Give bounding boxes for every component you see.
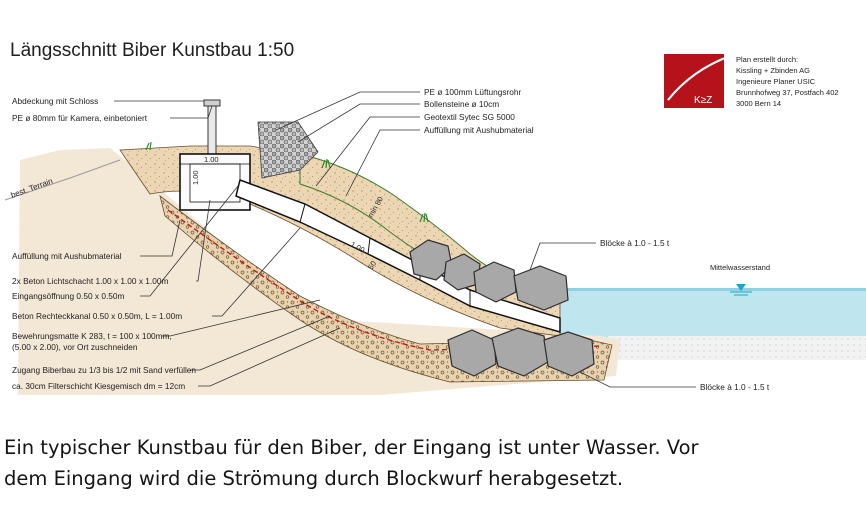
caption-line: Ein typischer Kunstbau für den Biber, de… [4,436,699,459]
concrete-shaft [179,153,251,211]
label-vent-pipe: PE ø 100mm Lüftungsrohr [424,87,522,97]
firm-line: Ingenieure Planer USIC [736,77,816,86]
water-level-marker [730,284,752,296]
firm-line: Kissling + Zbinden AG [736,66,810,75]
label-cobble: Bollensteine ø 10cm [424,99,499,109]
water-body [560,288,866,360]
firm-line: Brunnhofweg 37, Postfach 402 [736,88,839,97]
firm-line: Plan erstellt durch: [736,55,798,64]
label-blocks-lower: Blöcke à 1.0 - 1.5 t [700,382,770,392]
caption: Ein typischer Kunstbau für den Biber, de… [4,432,862,494]
water-level-label: Mittelwasserstand [710,263,770,272]
grass-tufts [145,141,429,223]
terrain-line [4,159,121,201]
dim-channel-height: 50 [366,259,378,271]
upper-blocks [409,239,569,311]
label-mesh-cut: (5.00 x 2.00), vor Ort zuschneiden [12,342,138,352]
label-entrance-opening: Eingangsöffnung 0.50 x 0.50m [12,291,124,301]
leader-lines-left [114,100,341,387]
firm-block: K≥Z Plan erstellt durch: Kissling + Zbin… [664,54,839,108]
label-camera-pipe: PE ø 80mm für Kamera, einbetoniert [12,113,148,123]
label-fill-left: Auffüllung mit Aushubmaterial [12,251,122,261]
reinforcement-mesh [167,209,601,351]
cobble-column [257,121,319,179]
label-fill-top: Auffüllung mit Aushubmaterial [424,125,534,135]
dim-shaft-height: 1.00 [191,170,200,185]
label-geotextile: Geotextil Sytec SG 5000 [424,112,515,122]
label-mesh: Bewehrungsmatte K 283, t = 100 x 100mm, [12,331,172,341]
lower-blocks [447,327,595,377]
dim-shaft-width: 1.00 [204,155,219,164]
label-cover-lock: Abdeckung mit Schloss [12,96,98,106]
label-sand-fill: Zugang Biberbau zu 1/3 bis 1/2 mit Sand … [12,365,196,375]
label-light-shaft: 2x Beton Lichtschacht 1.00 x 1.00 x 1.00… [12,276,168,286]
leader-lines-top [275,91,420,197]
label-filter-layer: ca. 30cm Filterschicht Kiesgemisch dm = … [12,381,185,391]
firm-logo-text: K≥Z [694,95,712,106]
label-blocks-upper: Blöcke à 1.0 - 1.5 t [600,238,670,248]
leader-lines-right [529,242,696,388]
drawing-title: Längsschnitt Biber Kunstbau 1:50 [10,40,294,61]
caption-line: dem Eingang wird die Strömung durch Bloc… [4,467,624,490]
firm-line: 3000 Bern 14 [736,99,781,108]
label-rect-channel: Beton Rechteckkanal 0.50 x 0.50m, L = 1.… [12,311,182,321]
